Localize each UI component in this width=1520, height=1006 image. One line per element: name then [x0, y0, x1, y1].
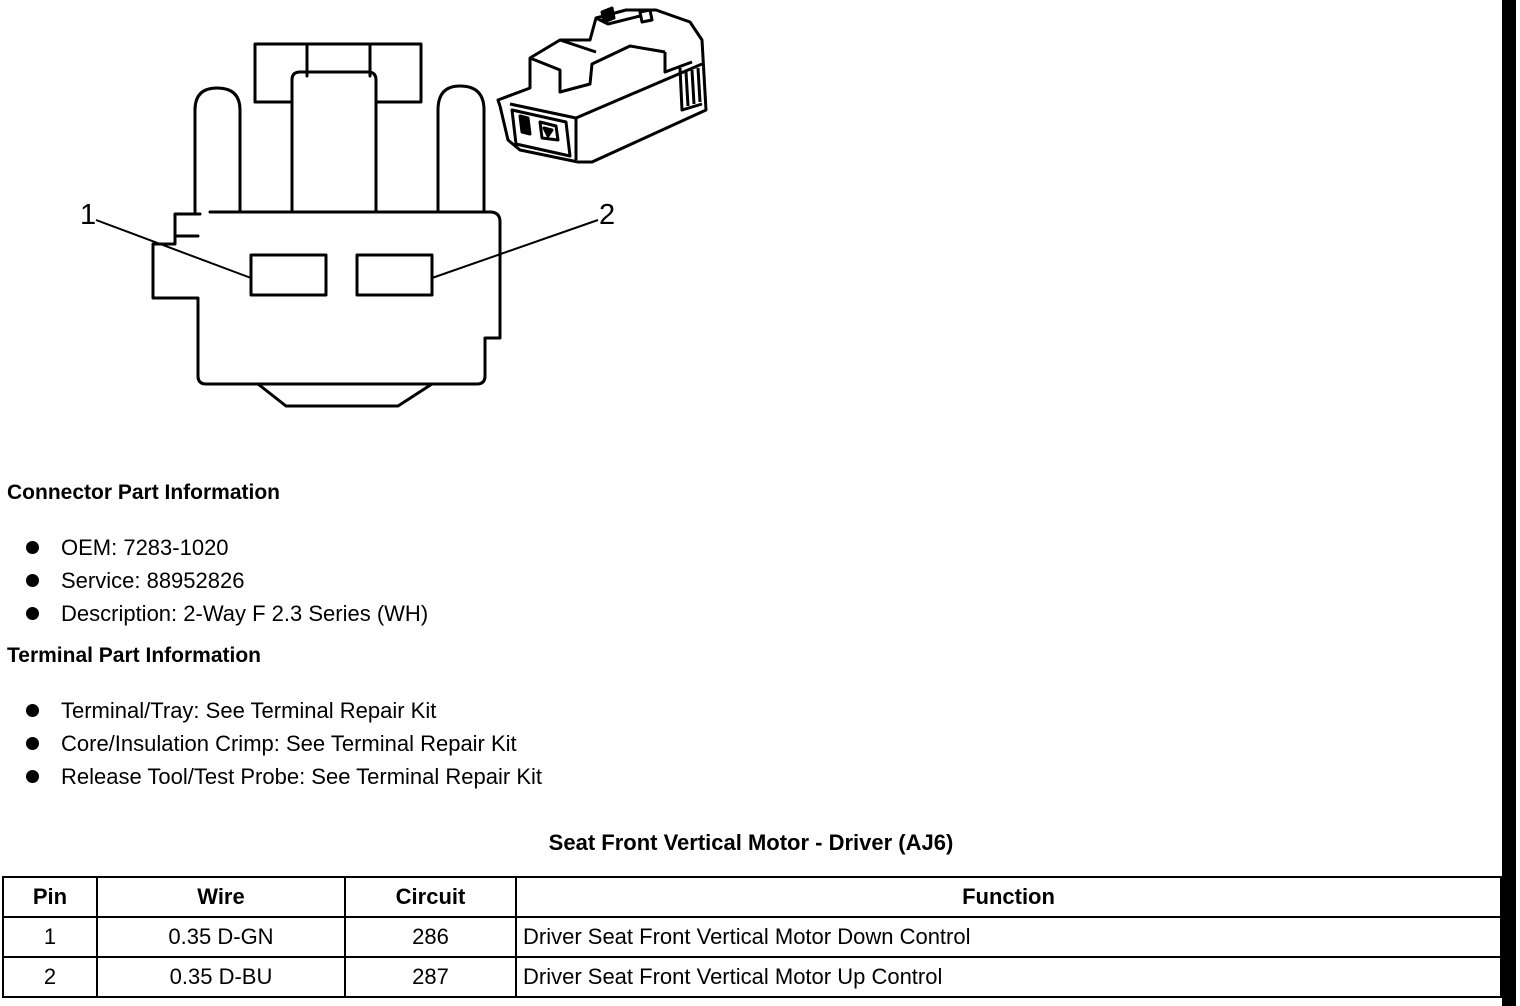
- cell-wire: 0.35 D-BU: [96, 956, 346, 998]
- table-title: Seat Front Vertical Motor - Driver (AJ6): [548, 830, 954, 855]
- cell-pin: 1: [2, 916, 98, 958]
- cell-function: Driver Seat Front Vertical Motor Down Co…: [515, 916, 1502, 958]
- callout-line-1: [95, 219, 252, 279]
- bullet-icon: [26, 704, 39, 717]
- column-header-function: Function: [515, 876, 1502, 918]
- list-item-text: Release Tool/Test Probe: See Terminal Re…: [61, 764, 542, 789]
- page-edge-rule: [1502, 0, 1516, 1006]
- list-item-text: Description: 2-Way F 2.3 Series (WH): [61, 601, 429, 626]
- cell-circuit: 286: [344, 916, 517, 958]
- cell-wire: 0.35 D-GN: [96, 916, 346, 958]
- list-item: Service: 88952826: [22, 564, 428, 597]
- table-row: 2 0.35 D-BU 287 Driver Seat Front Vertic…: [2, 956, 1502, 998]
- connector-part-info-heading: Connector Part Information: [7, 481, 281, 504]
- table-header-row: Pin Wire Circuit Function: [2, 876, 1502, 918]
- connector-part-info-list: OEM: 7283-1020 Service: 88952826 Descrip…: [22, 531, 428, 630]
- pinout-table: Pin Wire Circuit Function 1 0.35 D-GN 28…: [2, 876, 1502, 998]
- table-row: 1 0.35 D-GN 286 Driver Seat Front Vertic…: [2, 916, 1502, 958]
- column-header-wire: Wire: [96, 876, 346, 918]
- pin-callout-2: 2: [599, 199, 616, 231]
- connector-diagram: [95, 6, 708, 408]
- terminal-part-info-heading: Terminal Part Information: [7, 644, 261, 667]
- list-item: OEM: 7283-1020: [22, 531, 428, 564]
- cell-pin: 2: [2, 956, 98, 998]
- callout-line-2: [431, 219, 599, 279]
- terminal-part-info-list: Terminal/Tray: See Terminal Repair Kit C…: [22, 694, 542, 793]
- bullet-icon: [26, 541, 39, 554]
- list-item-text: Terminal/Tray: See Terminal Repair Kit: [61, 698, 437, 723]
- list-item: Description: 2-Way F 2.3 Series (WH): [22, 597, 428, 630]
- bullet-icon: [26, 737, 39, 750]
- bullet-icon: [26, 770, 39, 783]
- list-item: Release Tool/Test Probe: See Terminal Re…: [22, 760, 542, 793]
- column-header-pin: Pin: [2, 876, 98, 918]
- column-header-circuit: Circuit: [344, 876, 517, 918]
- list-item: Terminal/Tray: See Terminal Repair Kit: [22, 694, 542, 727]
- cell-function: Driver Seat Front Vertical Motor Up Cont…: [515, 956, 1502, 998]
- pin-callout-1: 1: [80, 199, 97, 231]
- list-item: Core/Insulation Crimp: See Terminal Repa…: [22, 727, 542, 760]
- list-item-text: Core/Insulation Crimp: See Terminal Repa…: [61, 731, 517, 756]
- cell-circuit: 287: [344, 956, 517, 998]
- list-item-text: OEM: 7283-1020: [61, 535, 229, 560]
- bullet-icon: [26, 607, 39, 620]
- bullet-icon: [26, 574, 39, 587]
- list-item-text: Service: 88952826: [61, 568, 245, 593]
